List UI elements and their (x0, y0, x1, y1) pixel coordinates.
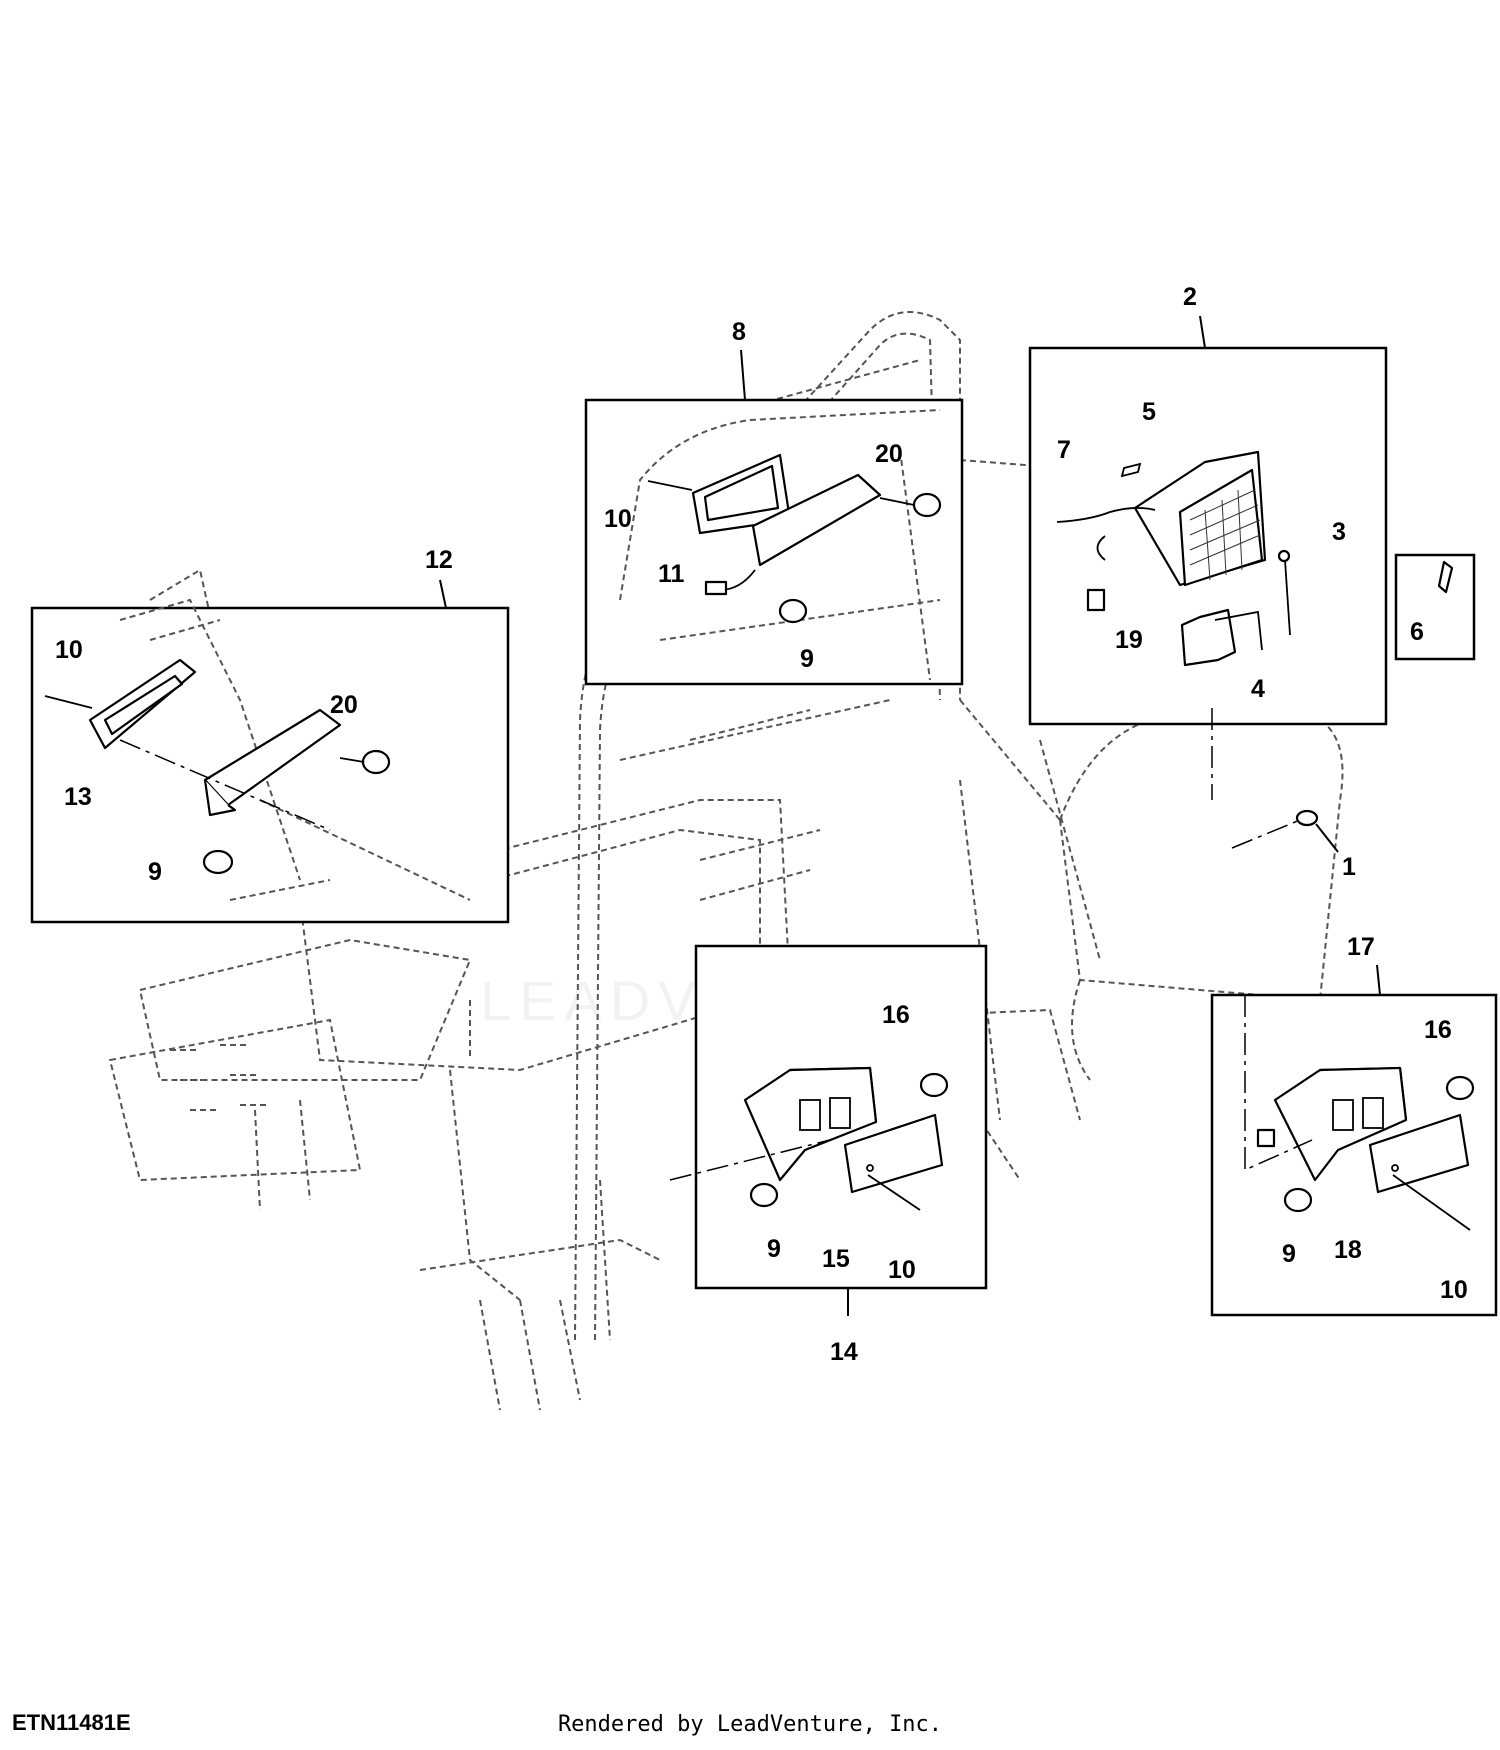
callout-9[interactable]: 9 (148, 858, 162, 886)
callout-17[interactable]: 17 (1347, 933, 1375, 961)
callout-5[interactable]: 5 (1142, 398, 1156, 426)
callout-6[interactable]: 6 (1410, 618, 1424, 646)
callout-20[interactable]: 20 (330, 691, 358, 719)
callout-4[interactable]: 4 (1251, 675, 1265, 703)
group-17-box[interactable] (1210, 964, 1498, 1317)
callout-8[interactable]: 8 (732, 318, 746, 346)
item-1-nut[interactable] (1231, 809, 1339, 853)
footer-rendered-by: Rendered by LeadVenture, Inc. (557, 1712, 943, 1737)
callout-9[interactable]: 9 (800, 645, 814, 673)
callout-9[interactable]: 9 (1282, 1240, 1296, 1268)
callout-16[interactable]: 16 (882, 1001, 910, 1029)
callout-1[interactable]: 1 (1342, 853, 1356, 881)
callout-10[interactable]: 10 (1440, 1276, 1468, 1304)
callout-9[interactable]: 9 (767, 1235, 781, 1263)
callout-7[interactable]: 7 (1057, 436, 1071, 464)
callout-2[interactable]: 2 (1183, 283, 1197, 311)
callout-10[interactable]: 10 (604, 505, 632, 533)
callout-labels: 2 5 7 3 19 4 6 1 8 20 10 11 9 12 10 20 1… (55, 283, 1468, 1366)
callout-15[interactable]: 15 (822, 1245, 850, 1273)
callout-16[interactable]: 16 (1424, 1016, 1452, 1044)
callout-18[interactable]: 18 (1334, 1236, 1362, 1264)
callout-14[interactable]: 14 (830, 1338, 858, 1366)
callout-10[interactable]: 10 (888, 1256, 916, 1284)
group-2-box[interactable] (1028, 315, 1388, 800)
callout-3[interactable]: 3 (1332, 518, 1346, 546)
group-6-box[interactable] (1394, 553, 1476, 661)
group-14-box[interactable] (669, 944, 988, 1316)
callout-11[interactable]: 11 (658, 560, 685, 588)
callout-12[interactable]: 12 (425, 546, 453, 574)
callout-10[interactable]: 10 (55, 636, 83, 664)
group-8-box[interactable] (584, 349, 964, 686)
diagram-id: ETN11481E (12, 1710, 131, 1735)
group-12-box[interactable] (30, 579, 510, 924)
callout-20[interactable]: 20 (875, 440, 903, 468)
callout-13[interactable]: 13 (64, 783, 92, 811)
callout-19[interactable]: 19 (1115, 626, 1143, 654)
